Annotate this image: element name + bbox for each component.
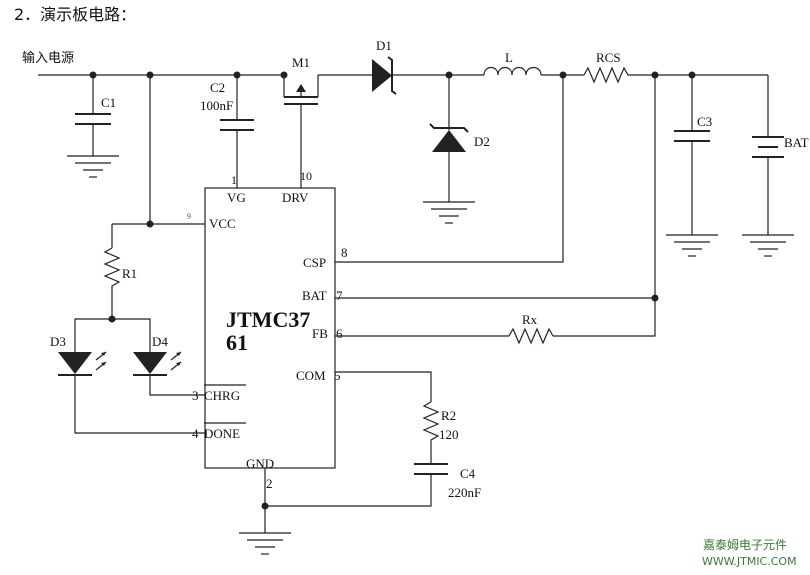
- capacitor-c3: [674, 75, 710, 235]
- pin-drv-label: DRV: [282, 190, 309, 205]
- ground-symbol: [423, 201, 475, 224]
- ground-symbol: [239, 532, 291, 555]
- pin-gnd-number: 2: [266, 476, 273, 491]
- ground-symbol: [666, 234, 718, 257]
- r1-label: R1: [122, 266, 137, 281]
- c3-label: C3: [697, 114, 712, 129]
- d2-label: D2: [474, 134, 490, 149]
- fb-wire: [335, 298, 656, 345]
- ic-body: [204, 187, 336, 469]
- bat-sense-wire: [335, 75, 656, 299]
- inductor-l: [483, 66, 542, 76]
- resistor-r1: [103, 247, 121, 319]
- ground-symbol: [67, 155, 119, 178]
- capacitor-c1: [75, 75, 111, 156]
- pin-vg-number: 1: [231, 173, 237, 187]
- watermark-cn: 嘉泰姆电子元件: [703, 538, 787, 552]
- pin-vcc-number: 9: [187, 212, 191, 221]
- mosfet-m1: [283, 75, 319, 188]
- pin-fb-number: 6: [336, 326, 343, 341]
- r2-label: R2: [441, 408, 456, 423]
- bat-label: BAT: [784, 135, 809, 150]
- c1-label: C1: [101, 95, 116, 110]
- pin-gnd-label: GND: [246, 456, 274, 471]
- page-heading: 2．演示板电路：: [14, 5, 136, 24]
- diode-d2: [429, 75, 469, 202]
- c2-value: 100nF: [200, 98, 233, 113]
- watermark-url: WWW.JTMIC.COM: [702, 555, 797, 568]
- pin-vg-label: VG: [227, 190, 246, 205]
- ic-part-name-line2: 61: [226, 330, 248, 355]
- d3-label: D3: [50, 334, 66, 349]
- ic-part-name-line1: JTMC37: [226, 307, 310, 332]
- d1-label: D1: [376, 38, 392, 53]
- pin-vcc-label: VCC: [209, 216, 236, 231]
- c2-label: C2: [210, 80, 225, 95]
- diode-d1: [372, 56, 397, 95]
- c4-label: C4: [460, 466, 476, 481]
- pin-done-label: DONE: [204, 426, 240, 441]
- vcc-supply-wire: [111, 75, 205, 248]
- pin-drv-number: 10: [300, 169, 312, 183]
- resistor-rcs: [583, 66, 632, 84]
- pin-bat-label: BAT: [302, 288, 327, 303]
- led-d3: [58, 318, 205, 434]
- junction-dots: [89, 71, 696, 510]
- r2-value: 120: [439, 427, 459, 442]
- capacitor-c2: [220, 75, 254, 188]
- led-d4: [112, 318, 205, 396]
- battery-bat: [752, 75, 784, 235]
- pin-bat-number: 7: [336, 288, 343, 303]
- rcs-label: RCS: [596, 50, 621, 65]
- pin-chrg-label: CHRG: [204, 388, 240, 403]
- l-label: L: [505, 50, 513, 65]
- pin-fb-label: FB: [312, 326, 328, 341]
- pin-com-number: 5: [334, 368, 341, 383]
- d4-label: D4: [152, 334, 168, 349]
- rx-label: Rx: [522, 312, 538, 327]
- pin-csp-label: CSP: [303, 255, 326, 270]
- pin-com-label: COM: [296, 368, 326, 383]
- m1-label: M1: [292, 55, 310, 70]
- compensation-network: [265, 371, 448, 507]
- input-power-label: 输入电源: [22, 50, 74, 66]
- csp-wire: [335, 75, 564, 263]
- ground-symbol: [742, 234, 794, 257]
- pin-csp-number: 8: [341, 245, 348, 260]
- c4-value: 220nF: [448, 485, 481, 500]
